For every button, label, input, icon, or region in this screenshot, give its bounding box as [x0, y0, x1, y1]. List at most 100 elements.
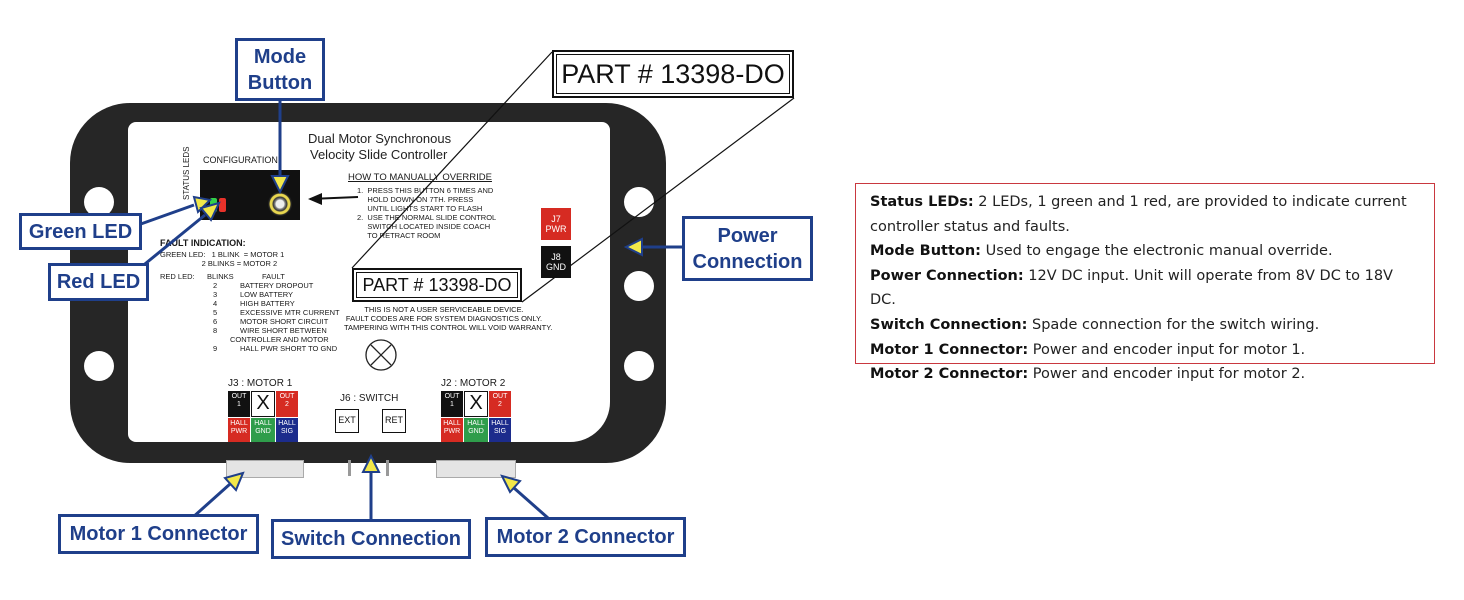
- device-title-line2: Velocity Slide Controller: [310, 147, 448, 162]
- info-description: Used to engage the electronic manual ove…: [980, 243, 1333, 260]
- green-led-code: GREEN LED: 1 BLINK = MOTOR 1: [160, 250, 285, 259]
- fault-description: EXCESSIVE MTR CURRENT: [240, 308, 340, 317]
- info-item: Status LEDs: 2 LEDs, 1 green and 1 red, …: [870, 190, 1420, 239]
- warning-line: TAMPERING WITH THIS CONTROL WILL VOID WA…: [344, 323, 553, 332]
- fault-blink-count: 2: [213, 281, 218, 290]
- green-led-code: 2 BLINKS = MOTOR 2: [160, 259, 278, 268]
- info-term: Motor 2 Connector:: [870, 366, 1029, 383]
- spade-terminal: [348, 460, 351, 476]
- j8-gnd-terminal: J8 GND: [541, 246, 571, 278]
- info-description: Power and encoder input for motor 1.: [1028, 341, 1306, 358]
- fault-blink-count: 6: [213, 317, 218, 326]
- motor1-connector-callout: Motor 1 Connector: [58, 514, 259, 554]
- info-item: Switch Connection: Spade connection for …: [870, 313, 1420, 338]
- j6-switch-label: J6 : SWITCH: [340, 393, 399, 404]
- info-description: Power and encoder input for motor 2.: [1028, 366, 1306, 383]
- red-led-callout: Red LED: [48, 263, 149, 301]
- green-led-codes: GREEN LED: 1 BLINK = MOTOR 1 2 BLINKS = …: [160, 250, 284, 268]
- green-led-callout: Green LED: [19, 213, 142, 250]
- warning-line: THIS IS NOT A USER SERVICEABLE DEVICE.: [364, 305, 524, 314]
- warning-line: FAULT CODES ARE FOR SYSTEM DIAGNOSTICS O…: [345, 314, 543, 323]
- part-number-label: PART # 13398-DO: [352, 268, 522, 302]
- info-item: Mode Button: Used to engage the electron…: [870, 239, 1420, 264]
- device-title-line1: Dual Motor Synchronous: [308, 131, 452, 146]
- info-term: Switch Connection:: [870, 316, 1028, 333]
- info-item: Motor 2 Connector: Power and encoder inp…: [870, 362, 1420, 387]
- j8-label: J8: [551, 252, 561, 262]
- mounting-hole: [84, 187, 114, 217]
- info-description: 2 LEDs, 1 green and 1 red, are provided …: [870, 194, 1407, 235]
- indicator-lamp-icon: [365, 339, 397, 371]
- info-term: Motor 1 Connector:: [870, 341, 1029, 358]
- info-description: Spade connection for the switch wiring.: [1027, 316, 1320, 333]
- pin-x: X: [251, 391, 275, 417]
- override-title: HOW TO MANUALLY OVERRIDE: [348, 172, 492, 183]
- fault-blink-count: 5: [213, 308, 218, 317]
- ext-terminal: EXT: [335, 409, 359, 433]
- red-led: [219, 198, 226, 212]
- override-step-line: 2. USE THE NORMAL SLIDE CONTROL: [357, 213, 497, 222]
- mounting-hole: [624, 271, 654, 301]
- fault-header: FAULT: [262, 272, 285, 281]
- fault-description: HALL PWR SHORT TO GND: [240, 344, 338, 353]
- fault-description: LOW BATTERY: [240, 290, 294, 299]
- pin-x: X: [464, 391, 488, 417]
- fault-blink-count: 9: [213, 344, 218, 353]
- pwr-label: PWR: [545, 224, 567, 234]
- warning-text: THIS IS NOT A USER SERVICEABLE DEVICE.FA…: [344, 305, 553, 332]
- fault-title: FAULT INDICATION:: [160, 238, 246, 248]
- info-panel: Status LEDs: 2 LEDs, 1 green and 1 red, …: [855, 183, 1435, 382]
- fault-blink-count: 8: [213, 326, 218, 335]
- fault-blink-count: 3: [213, 290, 218, 299]
- override-step-line: HOLD DOWN ON 7TH. PRESS: [357, 195, 496, 204]
- fault-description: CONTROLLER AND MOTOR: [230, 335, 329, 344]
- ret-terminal: RET: [382, 409, 406, 433]
- part-number-zoom: PART # 13398-DO: [552, 50, 794, 98]
- mounting-hole: [624, 187, 654, 217]
- j7-pwr-terminal: J7 PWR: [541, 208, 571, 240]
- override-steps: 1. PRESS THIS BUTTON 6 TIMES AND HOLD DO…: [357, 186, 496, 240]
- motor2-plug: [436, 460, 516, 478]
- fault-description: HIGH BATTERY: [240, 299, 295, 308]
- j3-motor1-label: J3 : MOTOR 1: [228, 378, 293, 389]
- spade-terminal: [386, 460, 389, 476]
- override-step-line: UNTIL LIGHTS START TO FLASH: [357, 204, 483, 213]
- info-term: Mode Button:: [870, 243, 981, 260]
- motor2-connector-callout: Motor 2 Connector: [485, 517, 686, 557]
- override-step-line: SWITCH LOCATED INSIDE COACH: [357, 222, 491, 231]
- override-step-line: TO RETRACT ROOM: [357, 231, 441, 240]
- mounting-hole: [84, 351, 114, 381]
- gnd-label: GND: [546, 262, 566, 272]
- info-description: 12V DC input. Unit will operate from 8V …: [870, 267, 1393, 309]
- fault-description: MOTOR SHORT CIRCUIT: [240, 317, 329, 326]
- mounting-hole: [624, 351, 654, 381]
- info-term: Status LEDs:: [870, 194, 974, 210]
- info-term: Power Connection:: [870, 267, 1024, 284]
- override-step-line: 1. PRESS THIS BUTTON 6 TIMES AND: [357, 186, 494, 195]
- configuration-label: CONFIGURATION: [203, 155, 278, 165]
- red-led-header: RED LED:: [160, 272, 195, 281]
- mode-button[interactable]: [268, 192, 292, 216]
- motor1-plug: [226, 460, 304, 478]
- fault-description: BATTERY DROPOUT: [240, 281, 314, 290]
- info-item: Motor 1 Connector: Power and encoder inp…: [870, 338, 1420, 363]
- info-item: Power Connection: 12V DC input. Unit wil…: [870, 264, 1420, 313]
- blinks-header: BLINKS: [207, 272, 234, 281]
- fault-description: WIRE SHORT BETWEEN: [240, 326, 327, 335]
- fault-blink-count: 4: [213, 299, 218, 308]
- j7-label: J7: [551, 214, 561, 224]
